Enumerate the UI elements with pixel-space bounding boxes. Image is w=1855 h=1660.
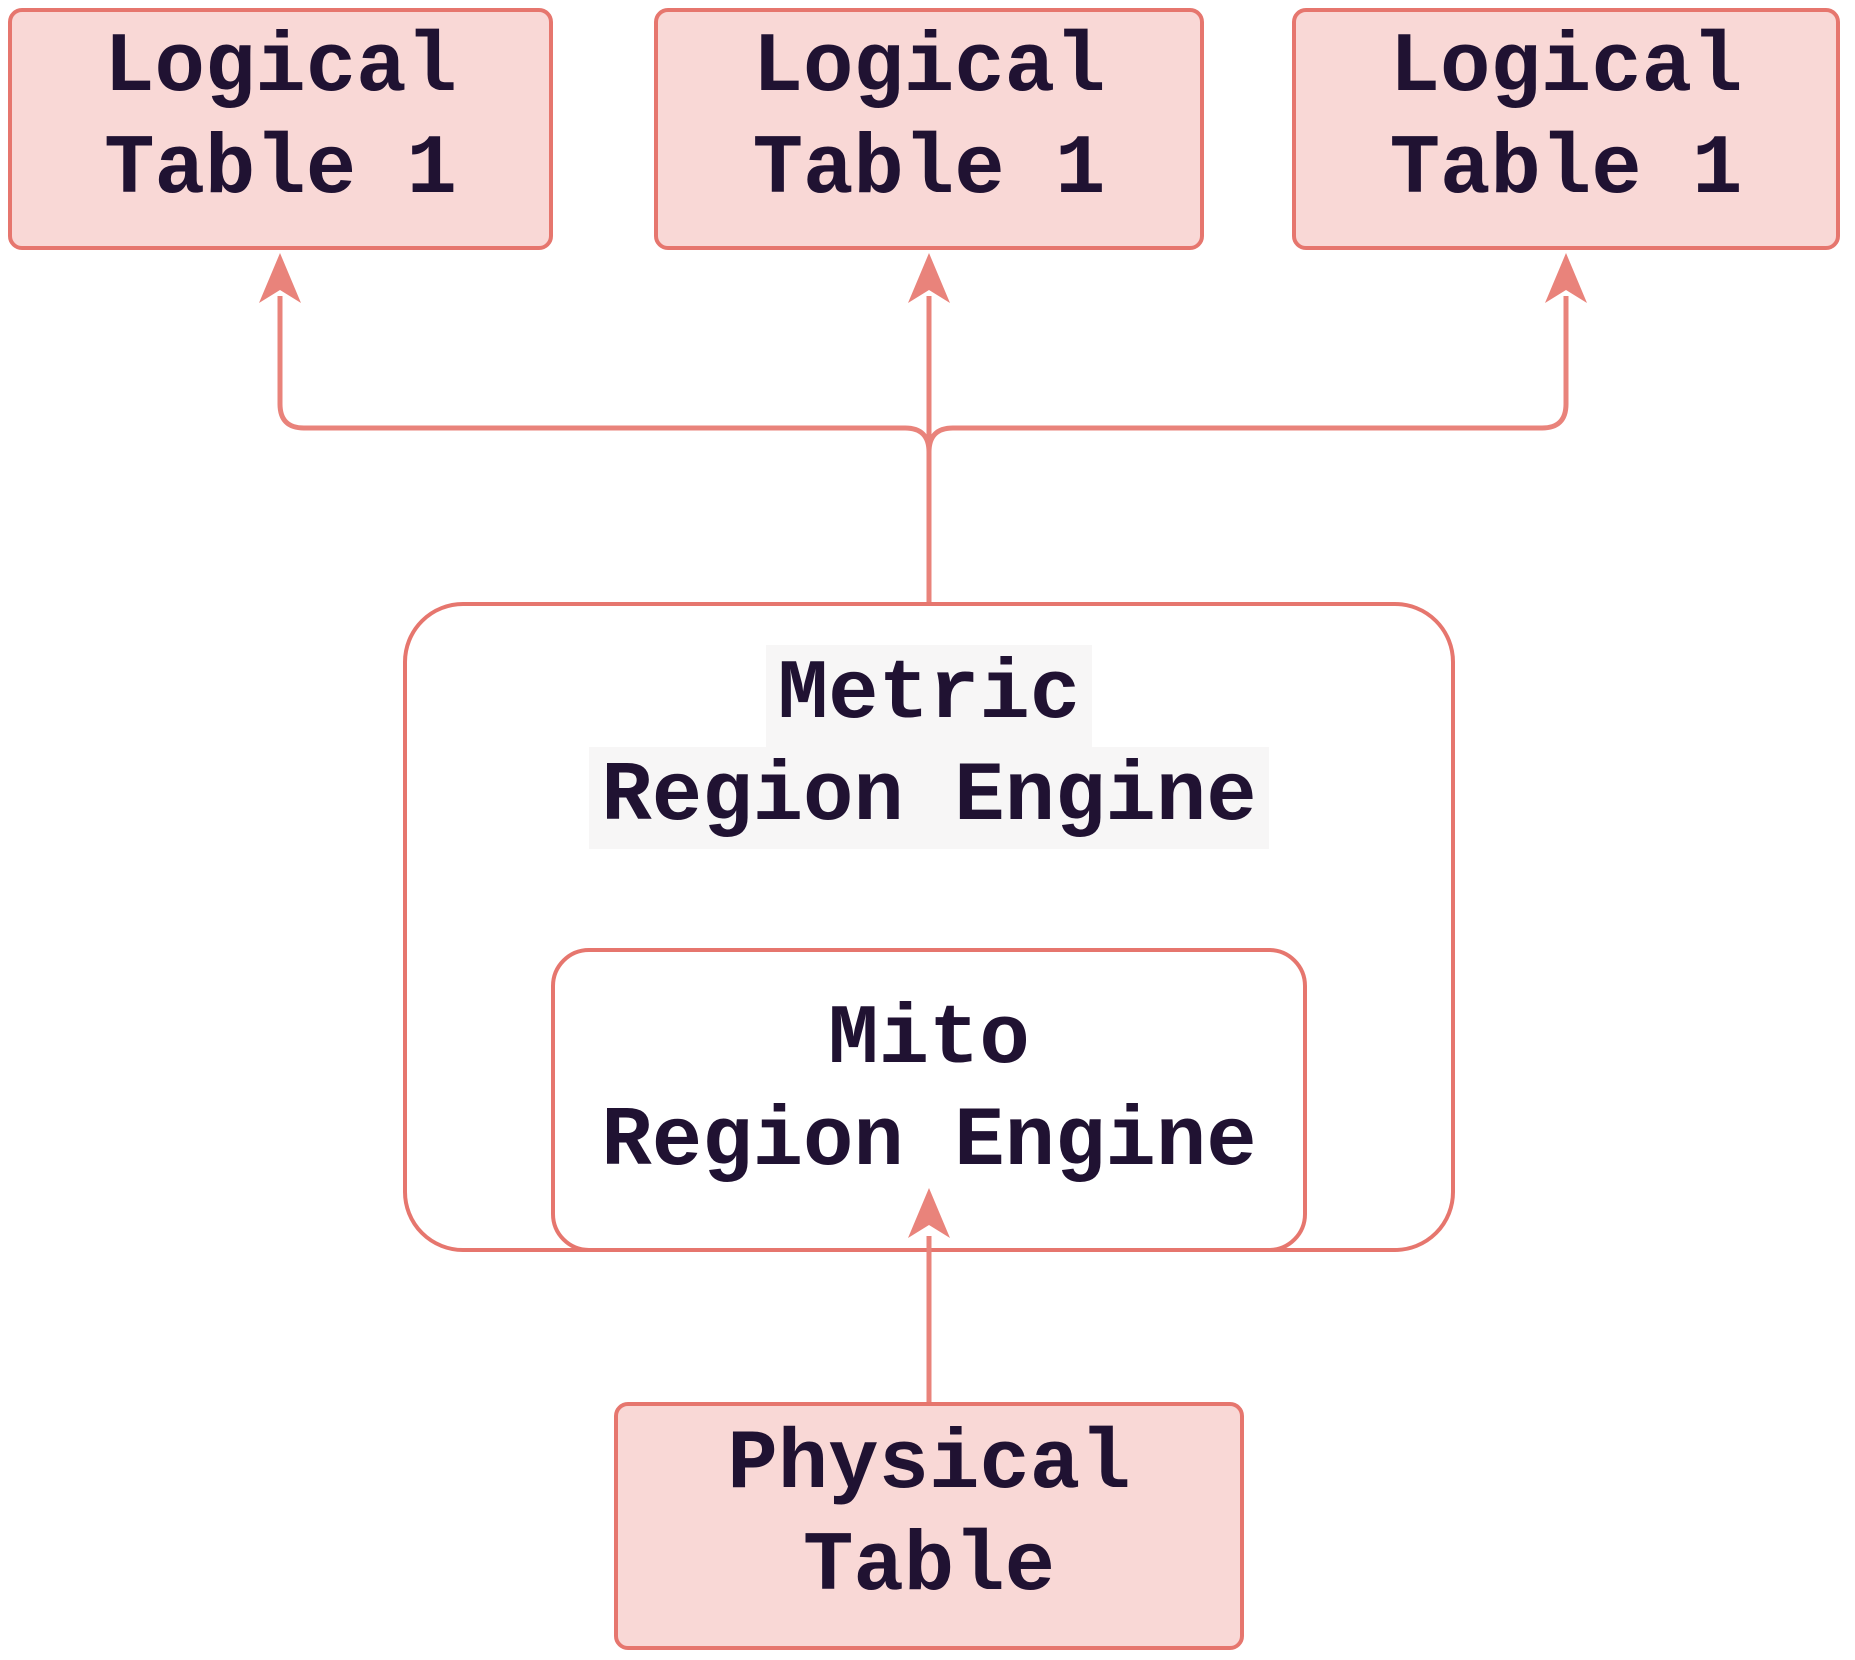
connector-metric-to-logical-left <box>277 296 932 602</box>
label-line: Metric <box>765 645 1093 747</box>
node-label-line: Table 1 <box>1389 123 1743 218</box>
label-mito-region-engine: Mito Region Engine <box>551 990 1307 1194</box>
arrowhead-up-icon <box>908 253 950 303</box>
connector-metric-to-logical-right <box>926 296 1569 602</box>
node-label-line: Table <box>802 1520 1056 1615</box>
arrowhead-up-icon <box>1545 253 1587 303</box>
node-label-line: Physical <box>727 1418 1131 1513</box>
label-metric-region-engine: Metric Region Engine <box>403 645 1455 849</box>
label-line: Region Engine <box>589 747 1269 849</box>
node-logical-table-1-left: Logical Table 1 <box>8 8 553 250</box>
node-label-line: Table 1 <box>752 123 1106 218</box>
node-logical-table-1-right: Logical Table 1 <box>1292 8 1840 250</box>
node-logical-table-1-middle: Logical Table 1 <box>654 8 1204 250</box>
label-line: Region Engine <box>601 1095 1257 1190</box>
node-label-line: Logical <box>1389 21 1743 116</box>
arrowhead-up-icon <box>259 253 301 303</box>
node-label-line: Logical <box>104 21 457 116</box>
node-physical-table: Physical Table <box>614 1402 1244 1650</box>
node-label-line: Logical <box>752 21 1106 116</box>
label-line: Mito <box>828 993 1030 1088</box>
node-label-line: Table 1 <box>104 123 457 218</box>
